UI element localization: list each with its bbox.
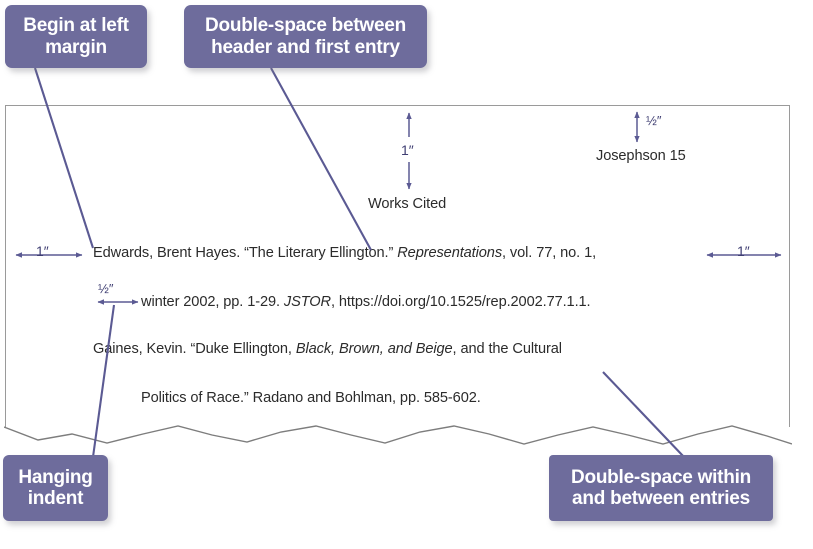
label-left-margin: 1″ [36,243,49,259]
label-right-margin: 1″ [737,243,750,259]
label-hanging-indent: ½″ [98,281,114,296]
citation-entry-1-line-2: winter 2002, pp. 1-29. JSTOR, https://do… [141,294,591,310]
running-head: Josephson 15 [596,148,686,164]
citation-entry-2-line-1: Gaines, Kevin. “Duke Ellington, Black, B… [93,341,562,357]
label-top-margin: ½″ [646,113,662,128]
citation-entry-1-line-1: Edwards, Brent Hayes. “The Literary Elli… [93,245,597,261]
works-cited-heading: Works Cited [368,196,447,212]
torn-page-edge [4,425,792,445]
label-header-gap: 1″ [401,142,414,158]
citation-entry-2-line-2: Politics of Race.” Radano and Bohlman, p… [141,390,481,406]
